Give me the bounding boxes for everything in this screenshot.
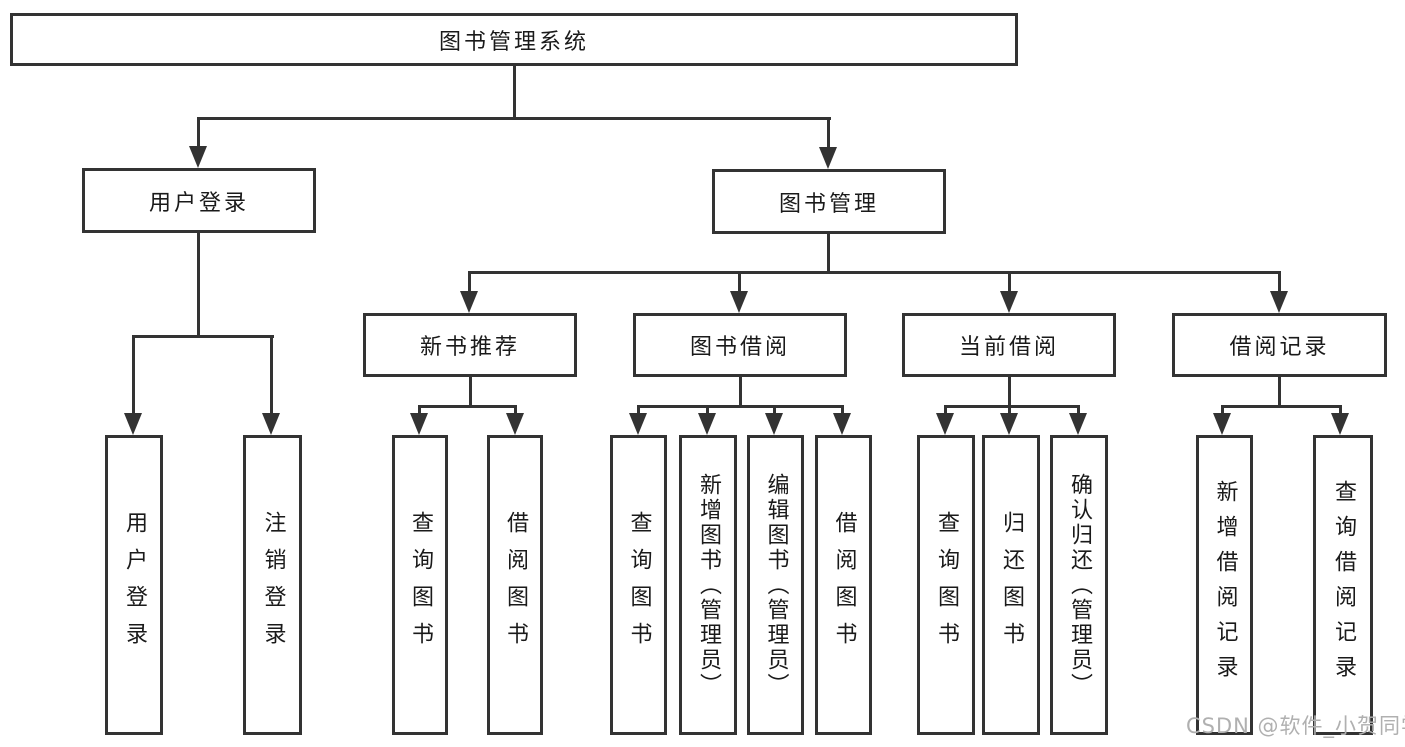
node-borrow-record: 借阅记录 <box>1172 313 1387 377</box>
connector-vline <box>132 335 135 415</box>
connector-vline <box>1221 405 1224 415</box>
connector-hline <box>132 335 274 338</box>
connector-vline <box>1008 405 1011 415</box>
leaf-label: 编辑图书（管理员） <box>763 472 789 698</box>
connector-hline <box>197 117 831 120</box>
connector-vline <box>197 117 200 148</box>
leaf-label: 归还图书 <box>999 511 1024 659</box>
connector-arrowhead <box>1270 291 1288 313</box>
leaf-add-books-admin: 新增图书（管理员） <box>679 435 737 735</box>
leaf-label: 借阅图书 <box>503 511 528 659</box>
connector-arrowhead <box>833 413 851 435</box>
node-book-borrow: 图书借阅 <box>633 313 847 377</box>
connector-arrowhead <box>506 413 524 435</box>
leaf-add-borrow-record: 新增借阅记录 <box>1196 435 1253 735</box>
connector-vline <box>1008 271 1011 293</box>
leaf-label: 查询图书 <box>408 511 433 659</box>
connector-vline <box>468 271 471 293</box>
leaf-label: 新增图书（管理员） <box>696 472 721 698</box>
connector-vline <box>706 405 709 415</box>
leaf-return-books: 归还图书 <box>982 435 1040 735</box>
leaf-logout: 注销登录 <box>243 435 302 735</box>
connector-vline <box>469 377 472 408</box>
connector-vline <box>197 233 200 338</box>
connector-vline <box>827 117 830 148</box>
leaf-label: 注销登录 <box>260 511 286 659</box>
connector-arrowhead <box>730 291 748 313</box>
connector-hline <box>418 405 517 408</box>
connector-arrowhead <box>765 413 783 435</box>
connector-arrowhead <box>819 147 837 169</box>
connector-arrowhead <box>629 413 647 435</box>
node-user-login: 用户登录 <box>82 168 316 233</box>
leaf-label: 新增借阅记录 <box>1212 480 1238 690</box>
connector-arrowhead <box>124 413 142 435</box>
connector-vline <box>1008 377 1011 408</box>
connector-vline <box>1278 271 1281 293</box>
connector-vline <box>514 405 517 415</box>
leaf-borrow-books-recommend: 借阅图书 <box>487 435 543 735</box>
connector-arrowhead <box>1331 413 1349 435</box>
node-current-borrow: 当前借阅 <box>902 313 1116 377</box>
connector-arrowhead <box>698 413 716 435</box>
leaf-label: 用户登录 <box>122 511 147 659</box>
connector-vline <box>1278 377 1281 408</box>
connector-arrowhead <box>410 413 428 435</box>
leaf-query-books-current: 查询图书 <box>917 435 975 735</box>
connector-vline <box>944 405 947 415</box>
connector-arrowhead <box>1069 413 1087 435</box>
node-book-management: 图书管理 <box>712 169 946 234</box>
connector-vline <box>513 64 516 119</box>
leaf-query-books-borrow: 查询图书 <box>610 435 667 735</box>
connector-vline <box>773 405 776 415</box>
connector-vline <box>738 271 741 293</box>
connector-hline <box>637 405 843 408</box>
connector-vline <box>418 405 421 415</box>
connector-hline <box>944 405 1080 408</box>
csdn-watermark: CSDN @软件_小贺同学 <box>1186 714 1405 738</box>
connector-arrowhead <box>1000 291 1018 313</box>
connector-arrowhead <box>262 413 280 435</box>
connector-hline <box>1221 405 1342 408</box>
leaf-label: 确认归还（管理员） <box>1067 472 1092 698</box>
node-library-management-system: 图书管理系统 <box>10 13 1018 66</box>
connector-arrowhead <box>460 291 478 313</box>
connector-arrowhead <box>189 146 207 168</box>
leaf-query-borrow-record: 查询借阅记录 <box>1313 435 1373 735</box>
leaf-label: 查询图书 <box>934 511 959 659</box>
connector-arrowhead <box>1213 413 1231 435</box>
leaf-edit-books-admin: 编辑图书（管理员） <box>747 435 804 735</box>
connector-vline <box>637 405 640 415</box>
connector-vline <box>270 335 273 415</box>
leaf-label: 借阅图书 <box>831 511 857 659</box>
leaf-borrow-books: 借阅图书 <box>815 435 872 735</box>
leaf-label: 查询借阅记录 <box>1331 480 1356 690</box>
connector-vline <box>739 377 742 408</box>
leaf-query-books-recommend: 查询图书 <box>392 435 448 735</box>
connector-arrowhead <box>1000 413 1018 435</box>
connector-vline <box>841 405 844 415</box>
connector-hline <box>468 271 1281 274</box>
leaf-confirm-return-admin: 确认归还（管理员） <box>1050 435 1108 735</box>
leaf-label: 查询图书 <box>626 511 652 659</box>
connector-vline <box>1077 405 1080 415</box>
connector-vline <box>827 234 830 274</box>
node-new-book-recommend: 新书推荐 <box>363 313 577 377</box>
connector-vline <box>1339 405 1342 415</box>
connector-arrowhead <box>936 413 954 435</box>
leaf-user-login: 用户登录 <box>105 435 163 735</box>
